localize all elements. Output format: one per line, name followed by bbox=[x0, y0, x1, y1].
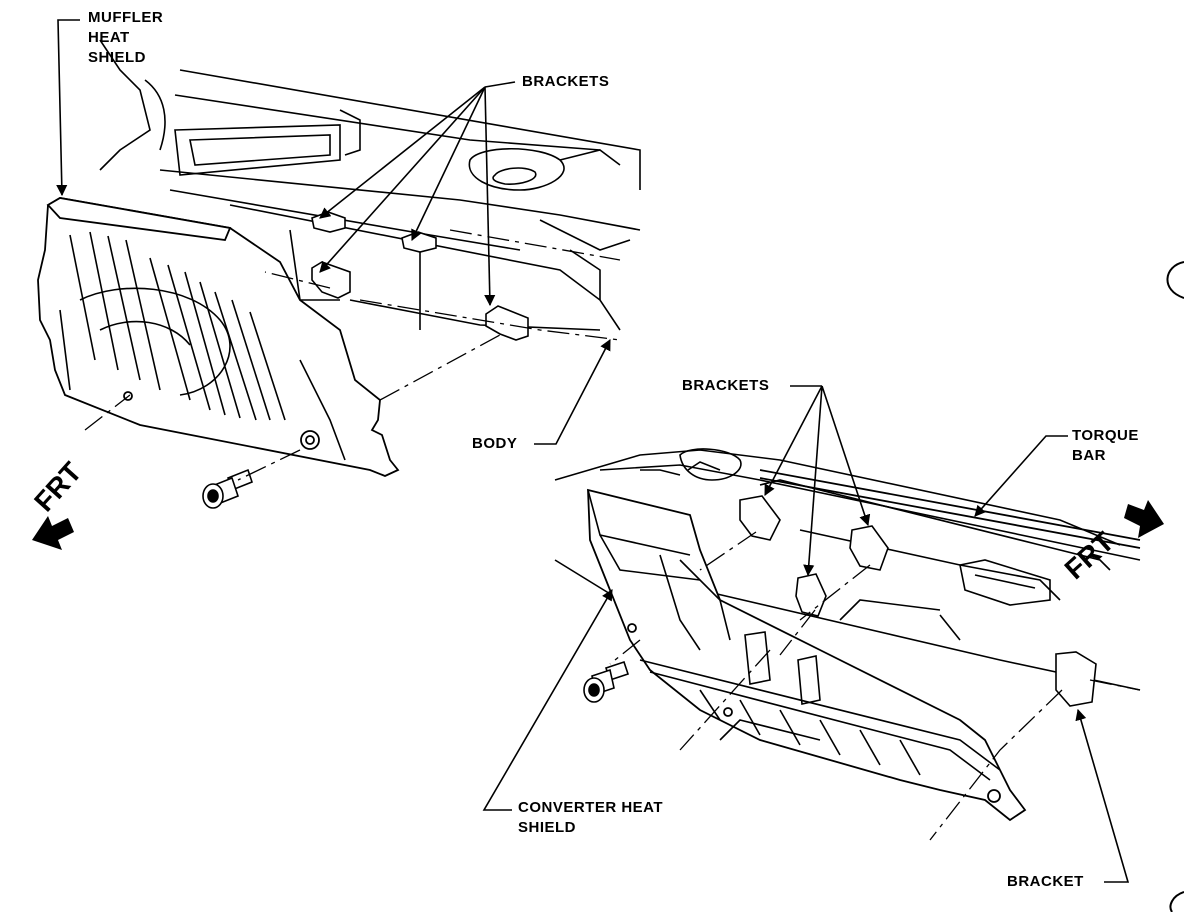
bolt-right bbox=[583, 660, 630, 703]
brackets-right-label: BRACKETS bbox=[682, 377, 770, 394]
torque-bar-part bbox=[759, 469, 1141, 549]
bracket-shapes-left bbox=[311, 211, 529, 341]
body-structure-left bbox=[99, 39, 641, 331]
brackets-top-label: BRACKETS bbox=[522, 73, 610, 90]
bracket-label: BRACKET bbox=[1007, 873, 1084, 890]
body-structure-right bbox=[554, 448, 1141, 691]
body-label: BODY bbox=[472, 435, 518, 452]
bracket-shapes-right bbox=[739, 495, 1097, 707]
torque-bar-label: TORQUE BAR bbox=[1072, 427, 1139, 464]
frt-arrow-left bbox=[32, 516, 74, 550]
leader-lines bbox=[56, 19, 1130, 883]
edge-arcs bbox=[1166, 261, 1184, 912]
bolt-left bbox=[202, 468, 253, 509]
converter-heat-shield-part bbox=[587, 488, 1027, 822]
converter-heat-shield-label: CONVERTER HEAT SHIELD bbox=[518, 799, 664, 836]
muffler-heat-shield-part bbox=[37, 197, 400, 477]
frt-arrow-right bbox=[1124, 500, 1164, 538]
alignment-lines bbox=[84, 229, 1141, 841]
muffler-heat-shield-label: MUFFLER HEAT SHIELD bbox=[88, 9, 164, 66]
